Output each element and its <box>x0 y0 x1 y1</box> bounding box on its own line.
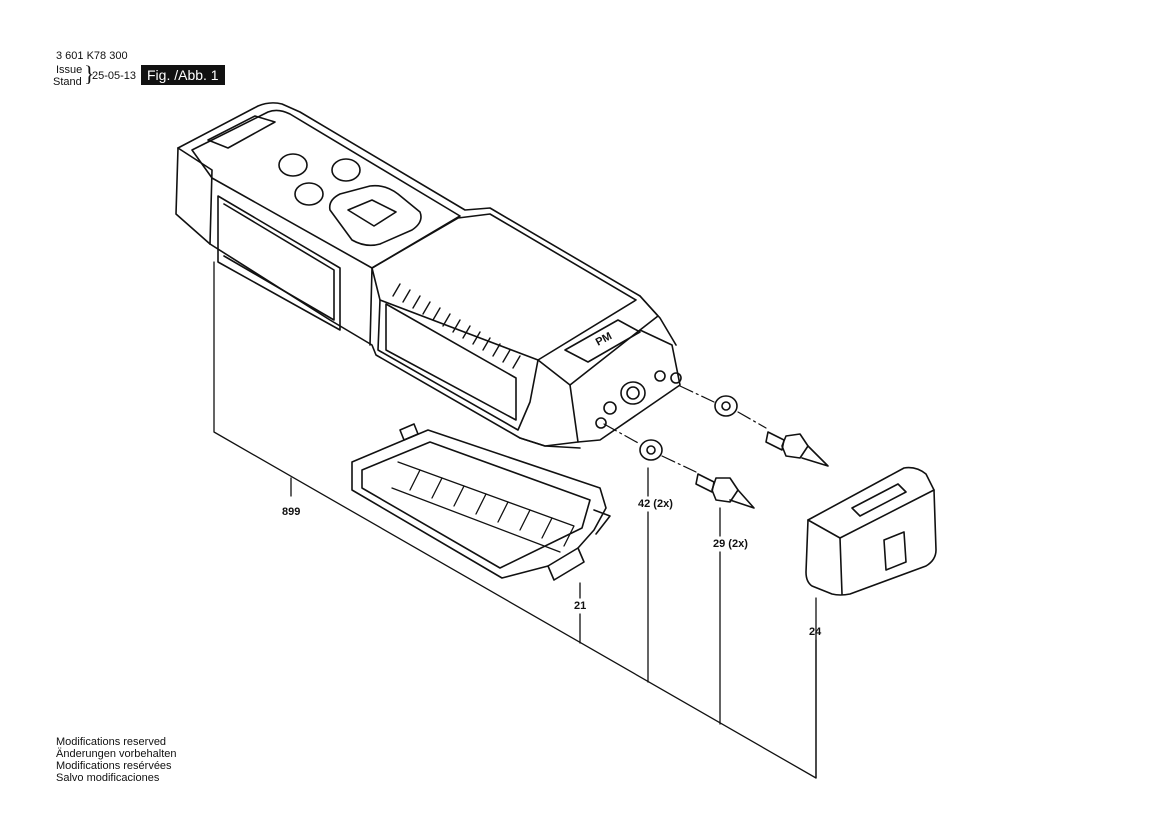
assembly-lines <box>603 385 767 473</box>
callout-42: 42 (2x) <box>638 498 673 510</box>
issue-label: Issue <box>56 64 83 76</box>
callout-29: 29 (2x) <box>713 538 748 550</box>
notice-line-de: Änderungen vorbehalten <box>56 748 177 760</box>
protective-cap-24 <box>805 466 937 596</box>
figure-label: Fig. /Abb. 1 <box>141 65 225 85</box>
device-body <box>175 102 682 449</box>
notice-line-fr: Modifications resérvées <box>56 760 172 772</box>
part-number: 3 601 K78 300 <box>56 50 128 62</box>
washer-42-upper <box>714 395 738 417</box>
callout-24: 24 <box>809 626 822 638</box>
stand-label: Stand <box>53 76 82 88</box>
callout-899: 899 <box>282 506 301 518</box>
issue-date: 25-05-13 <box>92 70 137 82</box>
callout-21: 21 <box>574 600 587 612</box>
header-brace: } <box>84 61 95 86</box>
probe-tip-29-upper <box>765 431 829 467</box>
leader-lines <box>213 261 817 779</box>
battery-cover-21 <box>351 423 611 581</box>
notice-line-en: Modifications reserved <box>56 736 167 748</box>
notice-line-es: Salvo modificaciones <box>56 772 160 784</box>
device-marking: PM <box>594 330 614 348</box>
modifications-notice: Modifications reserved Änderungen vorbeh… <box>56 736 176 784</box>
probe-tip-29-lower <box>695 473 755 509</box>
washer-42-lower <box>639 439 663 461</box>
